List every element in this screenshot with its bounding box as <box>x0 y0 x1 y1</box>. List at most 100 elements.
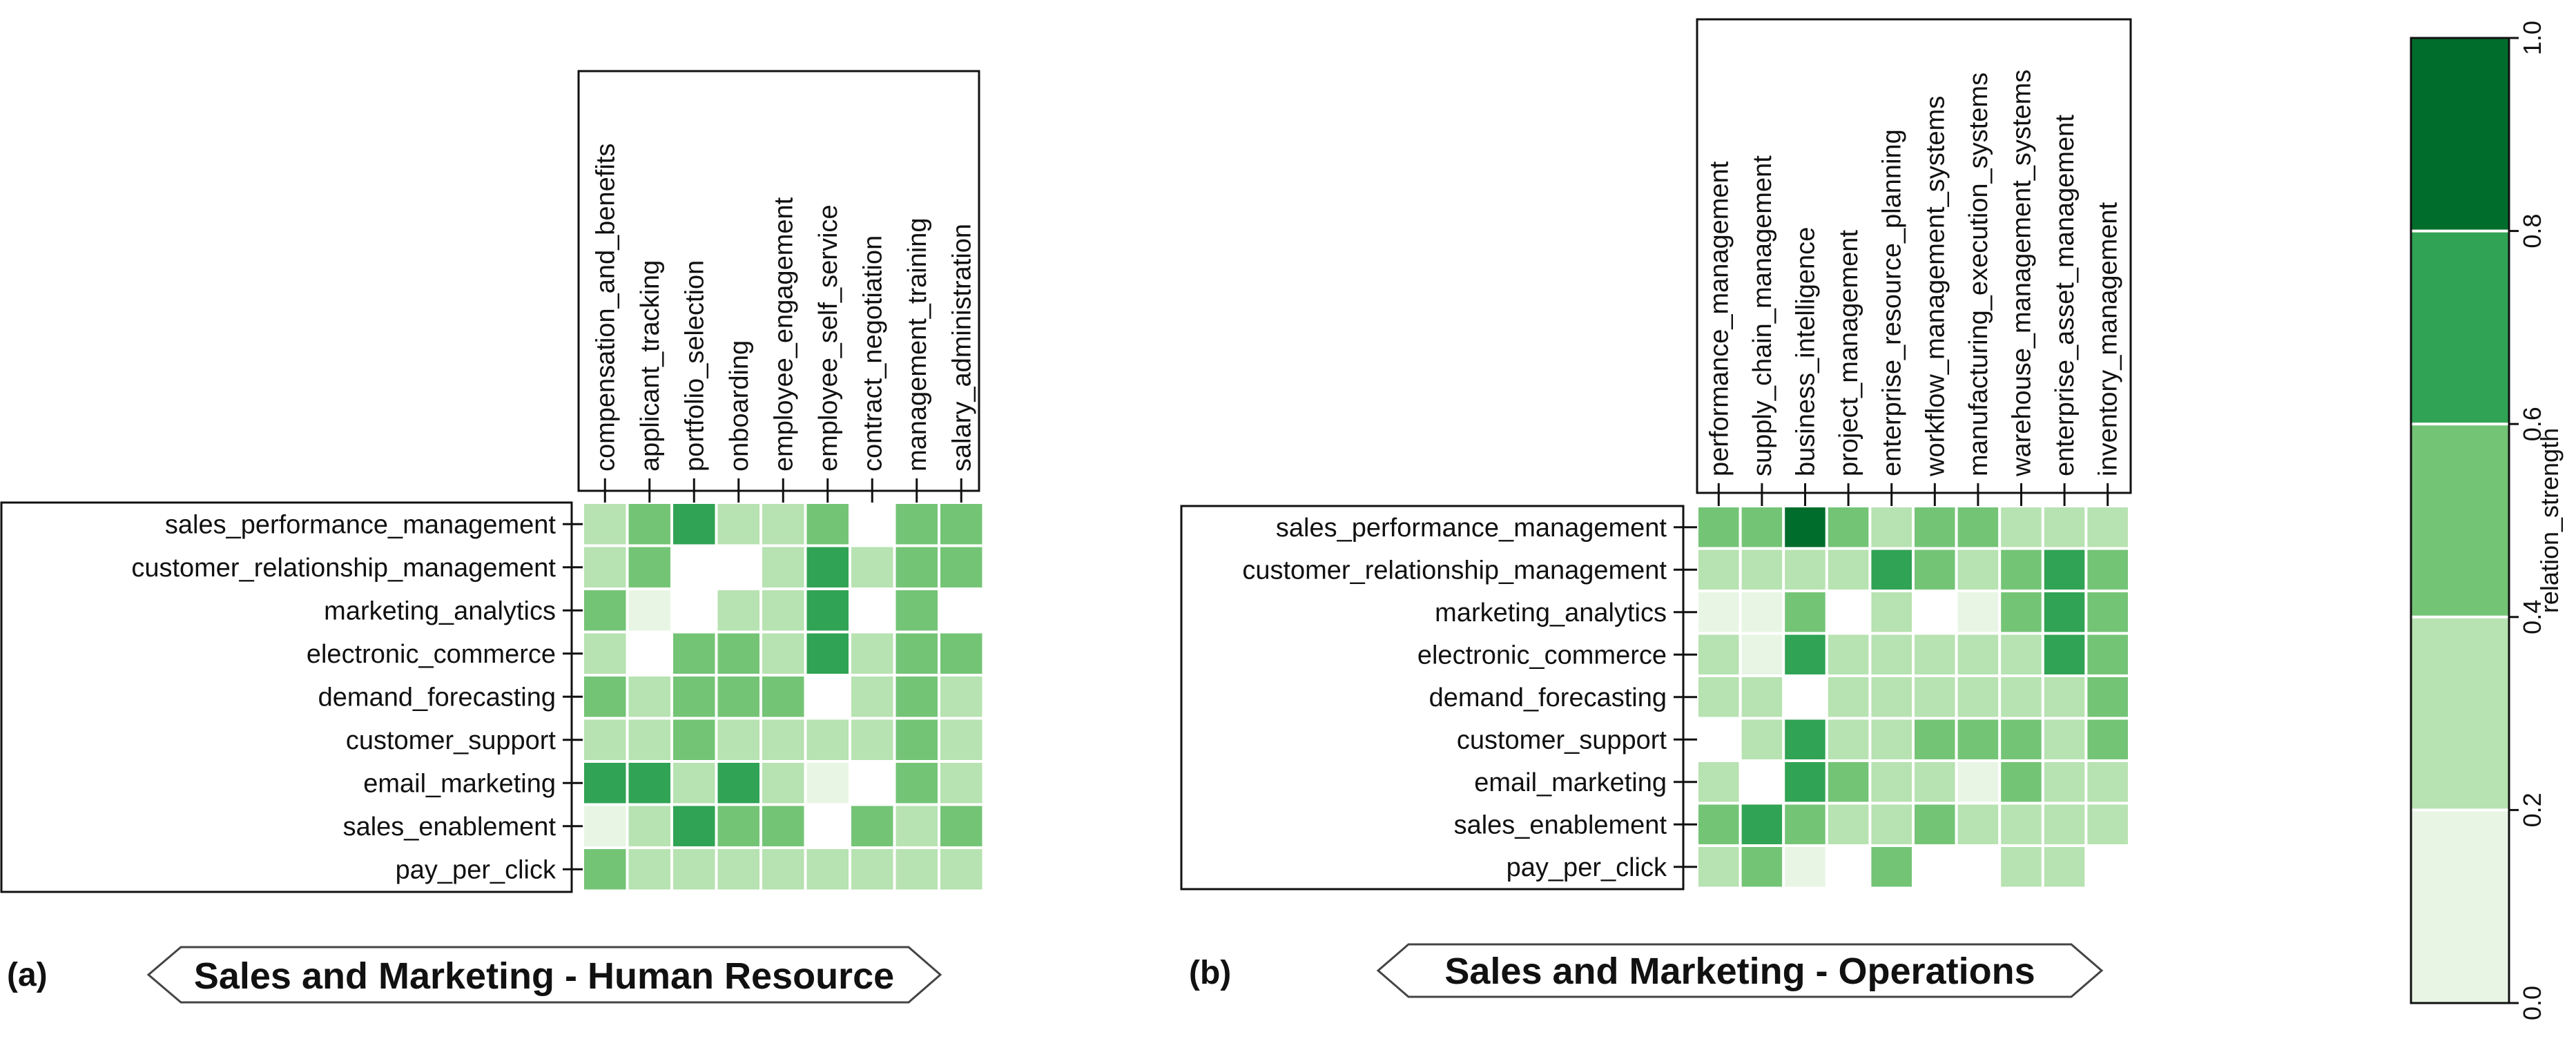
colorbar-bins <box>2411 38 2509 1003</box>
heatmap-cell <box>1955 632 2002 677</box>
heatmap-cell <box>1868 505 1915 550</box>
heatmap-cell <box>1868 759 1915 805</box>
heatmap-cell <box>1825 844 1872 890</box>
row-tick-label: sales_performance_management <box>165 510 556 539</box>
heatmap-cell <box>1998 759 2044 805</box>
heatmap-cell <box>626 674 673 720</box>
row-labels: sales_performance_managementcustomer_rel… <box>1242 514 1697 882</box>
heatmap-cell <box>759 674 807 720</box>
heatmap-cell <box>2041 801 2088 847</box>
heatmap-cell <box>1696 801 1742 847</box>
colorbar-label: relation_strength <box>2535 428 2564 613</box>
panel-label: (b) <box>1189 955 1231 991</box>
heatmap-cell <box>1782 759 1828 805</box>
heatmap-cell <box>1955 801 2002 847</box>
heatmap-cell <box>804 587 851 634</box>
colorbar-bin <box>2411 38 2509 231</box>
heatmap-cell <box>849 803 896 849</box>
row-tick-label: demand_forecasting <box>318 683 556 712</box>
row-labels: sales_performance_management customer_rel… <box>131 510 583 884</box>
row-tick-label: email_marketing <box>1474 768 1667 797</box>
colorbar-frame <box>2410 37 2510 1004</box>
column-tick-label: warehouse_management_systems <box>2008 70 2037 477</box>
heatmap-cell <box>581 803 629 849</box>
heatmap-cell <box>804 760 851 806</box>
heatmap-cell <box>1739 632 1785 677</box>
row-tick-label: pay_per_click <box>396 855 556 884</box>
heatmap-cell <box>1912 674 1958 720</box>
heatmap-cell <box>2041 674 2088 720</box>
panel-b: sales_performance_managementcustomer_rel… <box>1180 18 2132 998</box>
heatmap-cell <box>2084 547 2131 592</box>
heatmap-cell <box>1782 632 1828 677</box>
row-tick-label: customer_relationship_management <box>131 554 556 583</box>
heatmap-cell <box>1868 844 1915 890</box>
heatmap-cell <box>1696 547 1742 592</box>
heatmap-cell <box>938 587 985 634</box>
heatmap-cell <box>670 544 718 590</box>
column-tick-label: supply_chain_management <box>1748 155 1777 476</box>
heatmap-cell <box>849 544 896 590</box>
heatmap-cell <box>1912 717 1958 762</box>
heatmap-cell <box>1782 505 1828 550</box>
column-tick-label: applicant_tracking <box>636 260 665 471</box>
heatmap-cell <box>1739 505 1785 550</box>
heatmap-cell <box>1912 590 1958 635</box>
row-tick-label: sales_enablement <box>1454 810 1667 839</box>
heatmap-cell <box>715 630 762 677</box>
row-tick-label: customer_relationship_management <box>1242 556 1667 585</box>
heatmap-cell <box>1998 632 2044 677</box>
heatmap-cell <box>1696 590 1742 635</box>
colorbar-bin <box>2411 810 2509 1003</box>
colorbar: 0.00.20.40.60.81.0 relation_strength <box>2410 21 2564 1020</box>
heatmap-cell <box>626 501 673 547</box>
heatmap-cell <box>804 803 851 849</box>
heatmap-cell <box>1912 632 1958 677</box>
heatmap-cell <box>1912 547 1958 592</box>
heatmap-cell <box>1998 505 2044 550</box>
heatmap-cell <box>670 803 718 849</box>
heatmap-cell <box>2041 632 2088 677</box>
heatmap-cell <box>1696 759 1742 805</box>
heatmap-cell <box>849 630 896 677</box>
heatmap-cell <box>1955 844 2002 890</box>
heatmap-cell <box>2041 547 2088 592</box>
heatmap-cell <box>2084 505 2131 550</box>
title-box <box>1376 943 2104 998</box>
column-tick-label: employee_engagement <box>769 197 798 471</box>
heatmap-cell <box>1825 590 1872 635</box>
heatmap-cell <box>849 717 896 763</box>
heatmap-cell <box>1739 674 1785 720</box>
heatmap-cell <box>849 587 896 634</box>
heatmap-cell <box>581 587 629 634</box>
heatmap-cell <box>626 630 673 677</box>
heatmap-cell <box>1825 717 1872 762</box>
heatmap-cell <box>1739 547 1785 592</box>
heatmap-cell <box>1955 547 2002 592</box>
heatmap-cell <box>1868 674 1915 720</box>
column-tick-label: salary_administration <box>947 224 976 471</box>
column-tick-label: management_training <box>903 217 932 471</box>
heatmap-cell <box>2041 844 2088 890</box>
row-tick-label: marketing_analytics <box>324 596 556 625</box>
heatmap-cell <box>1955 717 2002 762</box>
heatmap-cell <box>2084 674 2131 720</box>
heatmap-cell <box>626 760 673 806</box>
heatmap-cell <box>1868 801 1915 847</box>
heatmap-cell <box>670 760 718 806</box>
column-tick-label: business_intelligence <box>1792 227 1821 476</box>
heatmap-cell <box>670 587 718 634</box>
column-tick-label: contract_negotiation <box>858 235 887 471</box>
heatmap-cell <box>1739 590 1785 635</box>
row-tick-label: electronic_commerce <box>307 640 556 669</box>
heatmap-cell <box>715 803 762 849</box>
heatmap-cell <box>2041 590 2088 635</box>
row-tick-label: marketing_analytics <box>1435 599 1667 627</box>
column-tick-label: compensation_and_benefits <box>591 144 620 471</box>
column-tick-label: manufacturing_execution_systems <box>1964 72 1993 476</box>
panel-a: sales_performance_management customer_rel… <box>0 70 985 1004</box>
colorbar-bin <box>2411 231 2509 425</box>
colorbar-tick-label: 0.4 <box>2518 600 2546 634</box>
heatmap-cell <box>1696 844 1742 890</box>
